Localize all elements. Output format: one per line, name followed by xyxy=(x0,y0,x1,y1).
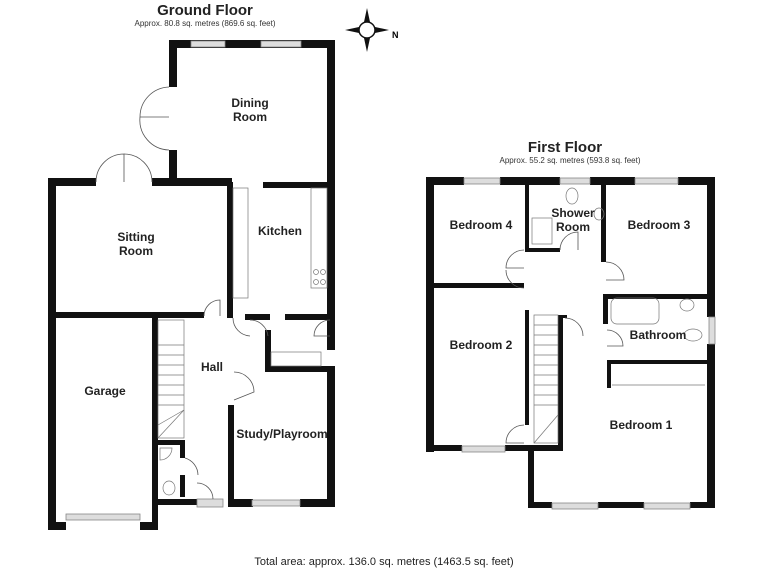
room-bedroom2: Bedroom 2 xyxy=(449,338,513,352)
first-floor-title: First Floor xyxy=(527,139,603,156)
ground-floor-doors xyxy=(95,86,331,500)
room-bedroom3: Bedroom 3 xyxy=(627,218,691,232)
room-sitting: Sitting Room xyxy=(96,230,176,258)
first-floor-area: Approx. 55.2 sq. metres (593.8 sq. feet) xyxy=(499,156,641,165)
room-bedroom4: Bedroom 4 xyxy=(449,218,513,232)
first-floor-doors xyxy=(505,231,625,444)
room-hall: Hall xyxy=(200,360,223,374)
compass-label: N xyxy=(392,30,399,40)
first-floor-walls xyxy=(426,177,715,508)
room-dining-line2: Room xyxy=(233,110,267,124)
room-dining-line1: Dining xyxy=(231,96,269,110)
room-sitting-line1: Sitting xyxy=(117,230,155,244)
ground-floor-area: Approx. 80.8 sq. metres (869.6 sq. feet) xyxy=(134,19,276,28)
room-shower-line1: Shower xyxy=(551,206,595,220)
room-bedroom1: Bedroom 1 xyxy=(609,418,673,432)
room-dining: Dining Room xyxy=(210,96,290,124)
room-shower: Shower Room xyxy=(548,206,598,234)
room-garage: Garage xyxy=(84,384,126,398)
ground-floor-walls xyxy=(48,40,335,530)
ground-floor-windows xyxy=(65,40,302,521)
room-bathroom: Bathroom xyxy=(629,328,687,342)
room-kitchen: Kitchen xyxy=(257,224,302,238)
first-floor-windows xyxy=(461,177,716,510)
first-floor-stairs xyxy=(531,187,705,444)
room-shower-line2: Room xyxy=(556,220,590,234)
compass-icon xyxy=(345,8,389,52)
ground-floor-stairs xyxy=(157,187,328,496)
ground-floor-title: Ground Floor xyxy=(157,2,253,19)
total-area: Total area: approx. 136.0 sq. metres (14… xyxy=(254,556,514,568)
room-sitting-line2: Room xyxy=(119,244,153,258)
room-study: Study/Playroom xyxy=(236,427,328,441)
